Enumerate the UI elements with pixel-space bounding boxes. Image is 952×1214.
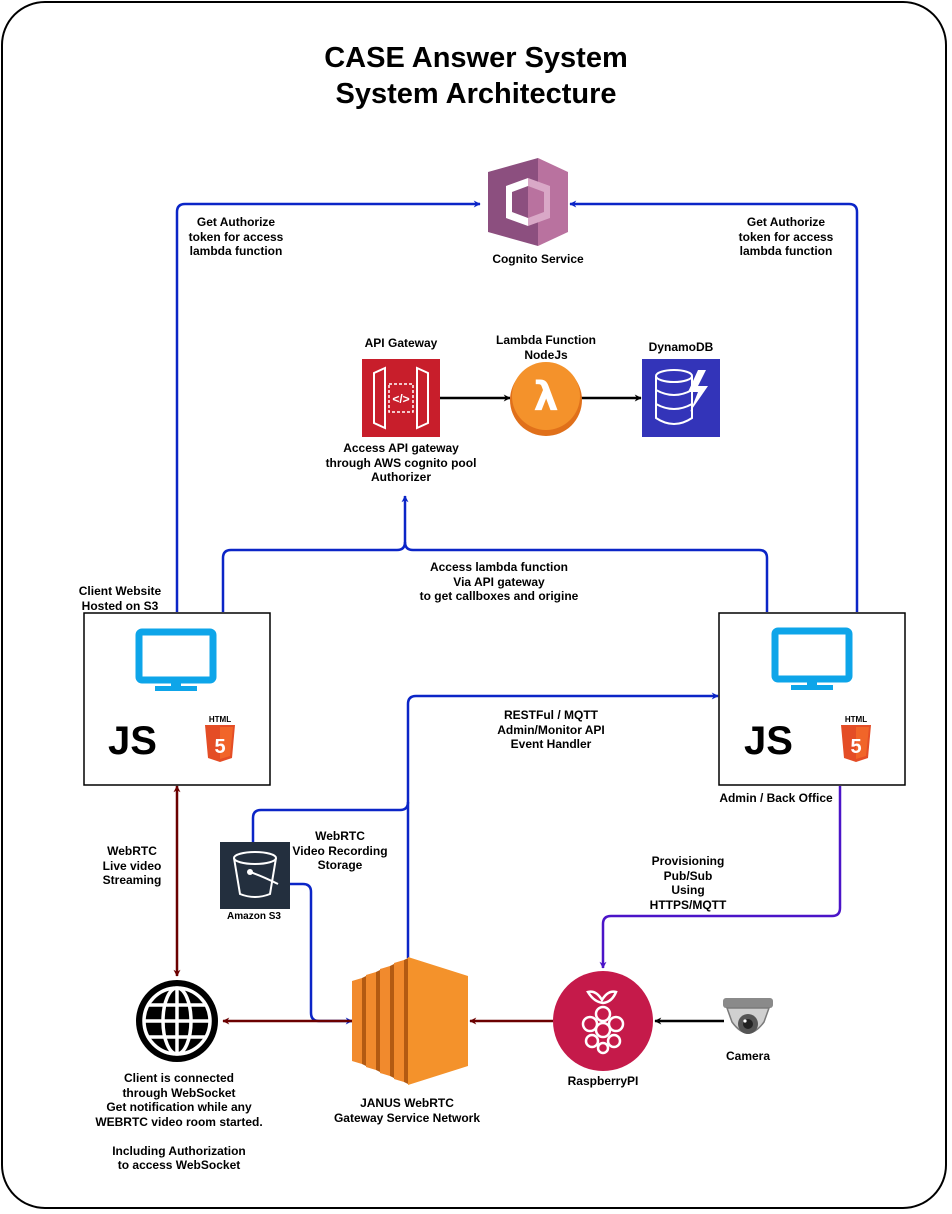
janus-label: JANUS WebRTC Gateway Service Network (333, 1096, 481, 1125)
restful-label: RESTFul / MQTT Admin/Monitor API Event H… (497, 708, 605, 751)
cognito-icon (488, 158, 568, 246)
edge-s3-branch (251, 801, 410, 842)
lambda-access-label: Access lambda function Via API gateway t… (419, 560, 579, 603)
client-websocket-label: Client is connected through WebSocket Ge… (95, 1071, 263, 1172)
edge-client-to-api (221, 495, 409, 612)
admin-js-label: JS (744, 719, 793, 763)
cognito-label: Cognito Service (492, 252, 584, 266)
lambda-icon: λ (510, 362, 582, 436)
edge-client-to-cognito (175, 200, 481, 612)
webrtc-live-label: WebRTC Live video Streaming (102, 844, 162, 887)
admin-html5-icon: HTML 5 (841, 715, 871, 762)
diagram-title-line1: CASE Answer System (324, 42, 628, 74)
webrtc-storage-label: WebRTC Video Recording Storage (292, 829, 388, 872)
admin-monitor-icon (771, 627, 853, 690)
admin-box (718, 612, 906, 786)
svg-text:HTML: HTML (845, 715, 867, 724)
client-js-label: JS (108, 719, 157, 763)
globe-icon (136, 980, 218, 1062)
amazon-s3-icon (220, 842, 290, 909)
lambda-label: Lambda Function NodeJs (496, 333, 596, 362)
svg-text:HTML: HTML (209, 715, 231, 724)
svg-text:5: 5 (214, 736, 225, 758)
camera-icon (723, 998, 773, 1034)
amazon-s3-label: Amazon S3 (227, 911, 281, 922)
camera-label: Camera (725, 1049, 771, 1063)
raspberry-pi-icon (553, 971, 653, 1071)
api-gateway-label: API Gateway (364, 336, 438, 350)
api-gateway-icon: </> (362, 359, 440, 437)
dynamodb-label: DynamoDB (648, 340, 714, 354)
edge-admin-to-raspberry (599, 786, 842, 969)
edge-janus-to-admin (406, 692, 719, 958)
janus-ec2-icon (352, 957, 468, 1085)
provisioning-label: Provisioning Pub/Sub Using HTTPS/MQTT (649, 854, 727, 912)
raspberry-pi-label: RaspberryPI (567, 1074, 639, 1088)
diagram-title-line2: System Architecture (335, 78, 617, 110)
dynamodb-icon (642, 359, 720, 437)
api-gateway-note: Access API gateway through AWS cognito p… (325, 441, 477, 484)
admin-label: Admin / Back Office (719, 791, 833, 805)
client-website-box (83, 612, 271, 786)
edge-admin-to-cognito (569, 200, 859, 612)
edge-s3-to-janus (290, 882, 353, 1025)
svg-text:λ: λ (533, 374, 558, 420)
client-monitor-icon (135, 628, 217, 691)
auth-left-label: Get Authorize token for access lambda fu… (188, 215, 284, 258)
client-html5-icon: HTML 5 (205, 715, 235, 762)
client-website-label: Client Website Hosted on S3 (78, 584, 162, 613)
svg-text:</>: </> (392, 392, 409, 406)
auth-right-label: Get Authorize token for access lambda fu… (738, 215, 834, 258)
svg-text:5: 5 (850, 736, 861, 758)
edge-admin-to-api (403, 541, 769, 612)
